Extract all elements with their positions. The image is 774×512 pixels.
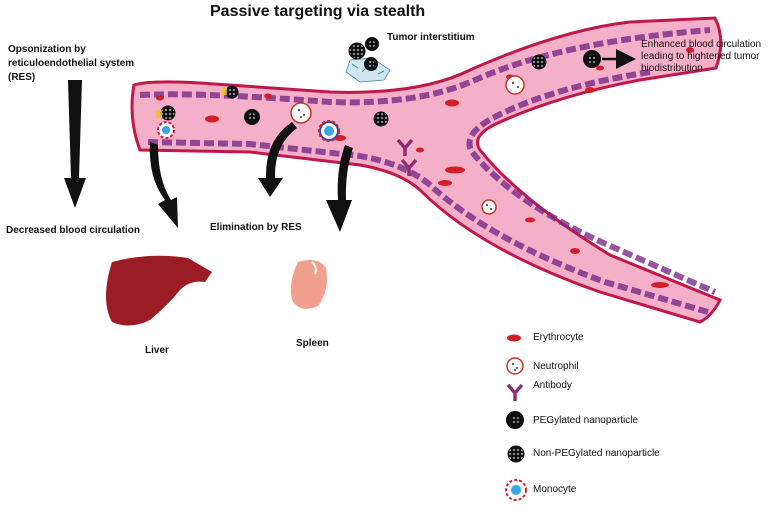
elimination-label: Elimination by RES [210,222,302,233]
tumor-interstitium-label: Tumor interstitium [387,32,475,43]
non-pegylated-nanoparticle-icon [507,445,525,463]
vessel-particles [156,50,601,215]
legend-icons [505,334,527,501]
spleen-shape [290,260,327,309]
legend-label-non-pegylated: Non-PEGylated nanoparticle [533,448,660,459]
monocyte-icon [505,479,527,501]
legend-label-erythrocyte: Erythrocyte [533,332,584,343]
enhanced-circulation-label: Enhanced blood circulation leading to hi… [641,39,762,74]
legend-label-pegylated: PEGylated nanoparticle [533,415,639,426]
pegylated-nanoparticle-icon [506,411,524,429]
erythrocyte-icon [507,334,521,342]
diagram-title: Passive targeting via stealth [210,3,426,20]
blood-vessel [130,16,723,324]
erythrocytes [156,47,694,288]
elimination-arrows [149,122,353,232]
antibody-icon [506,383,524,401]
legend-label-monocyte: Monocyte [533,484,577,495]
opsonization-arrow [64,80,86,208]
liver-shape [106,255,212,326]
legend-label-neutrophil: Neutrophil [533,361,579,372]
decreased-circulation-label: Decreased blood circulation [6,225,140,236]
neutrophil-icon [506,357,524,375]
tumor-interstitium-cluster [345,37,391,83]
opsonization-label: Opsonization by reticuloendothelial syst… [8,44,135,83]
spleen-label: Spleen [296,338,329,349]
legend-label-antibody: Antibody [533,380,572,391]
liver-label: Liver [145,345,169,356]
